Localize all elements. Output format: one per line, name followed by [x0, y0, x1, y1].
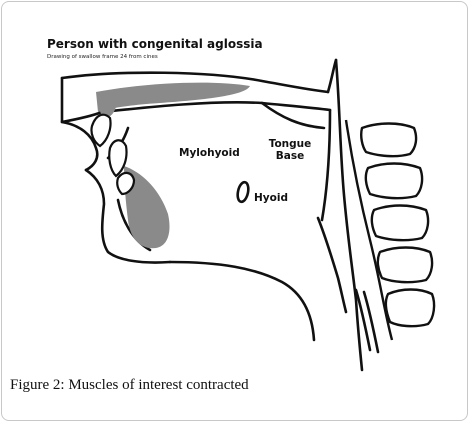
mylohyoid-muscle-shade: [124, 166, 170, 249]
hyoid-bone: [236, 180, 250, 204]
vertebra-1: [360, 122, 418, 158]
trachea-tube: [354, 288, 372, 352]
figure-subtitle: Drawing of swallow frame 24 from cines: [47, 54, 158, 60]
mylohyoid-label: Mylohyoid: [179, 147, 240, 159]
lower-incisor: [108, 139, 128, 178]
upper-incisor: [90, 113, 112, 148]
soft-palate: [260, 101, 326, 130]
tongue-base-label-line1: Tongue: [268, 138, 312, 150]
tongue-base-line: [320, 108, 332, 222]
posterior-pharyngeal-wall: [334, 58, 364, 372]
tongue-base-label: Tongue Base: [266, 138, 314, 162]
trachea-tube-2: [362, 290, 380, 354]
tongue-tip-shade: [99, 94, 117, 118]
upper-muscle-shade: [96, 82, 250, 112]
epiglottis: [316, 216, 348, 314]
lower-molar: [116, 171, 136, 196]
upper-lip: [60, 120, 99, 172]
vertebra-5: [384, 288, 436, 328]
pharynx-back-upper: [326, 58, 338, 94]
figure-title: Person with congenital aglossia: [47, 37, 263, 51]
vertebra-3: [370, 204, 430, 242]
lower-lip-chin: [84, 168, 172, 264]
nasal-contour: [60, 71, 330, 94]
figure-caption: Figure 2: Muscles of interest contracted: [10, 377, 249, 393]
vertebra-2: [364, 162, 424, 200]
vertebra-4: [376, 246, 434, 284]
spine-outline: [344, 119, 394, 341]
neck-contour: [168, 260, 316, 342]
palate-outline: [60, 76, 332, 124]
tongue-base-label-line2: Base: [275, 150, 305, 162]
hyoid-label: Hyoid: [254, 192, 288, 204]
